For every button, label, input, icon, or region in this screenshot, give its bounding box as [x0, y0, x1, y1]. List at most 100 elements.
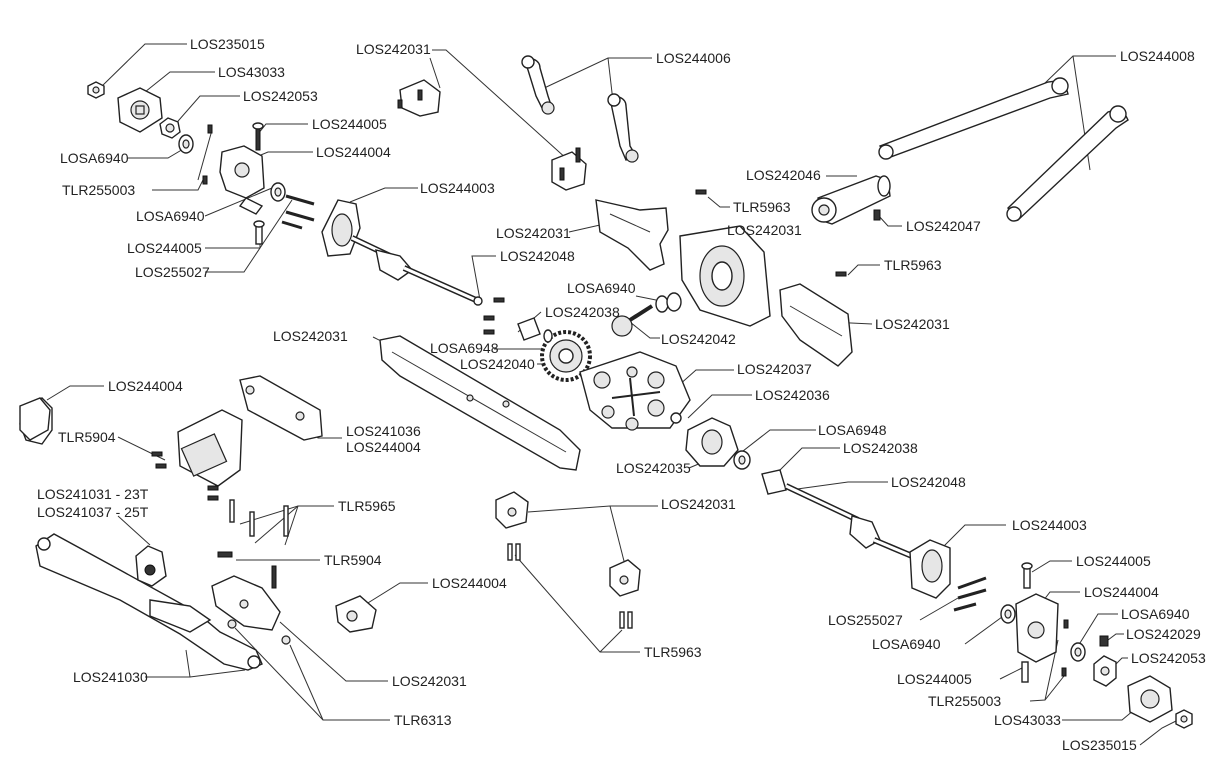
- label-los235015-top: LOS235015: [190, 36, 265, 52]
- label-los242031-housing: LOS242031: [727, 222, 802, 238]
- mount-los244004-lower: [335, 595, 377, 633]
- bracket-servo-top: [551, 147, 587, 191]
- label-tlr5963-mid: TLR5963: [884, 257, 942, 273]
- label-los242036: LOS242036: [755, 387, 830, 403]
- label-tlr6313: TLR6313: [394, 712, 452, 728]
- label-los242038-top: LOS242038: [545, 304, 620, 320]
- label-tlr255003-left: TLR255003: [62, 182, 135, 198]
- label-los244005-right-top: LOS244005: [1076, 553, 1151, 569]
- label-los244004-lower: LOS244004: [432, 575, 507, 591]
- label-los244003-top: LOS244003: [420, 180, 495, 196]
- label-los241031-23t: LOS241031 - 23T: [37, 486, 149, 502]
- wheel-nut-right: [1175, 709, 1193, 729]
- screw-tlr5904: [217, 551, 233, 558]
- center-spacers: [483, 297, 553, 343]
- bracket-lower-center-a: [495, 491, 529, 529]
- wheel-nut-top-left: [87, 81, 105, 99]
- bearing-los-a6948-right: [733, 450, 751, 470]
- label-los244004-servo: LOS244004: [346, 439, 421, 455]
- axle-tube-left-half: [379, 335, 581, 471]
- steering-knuckle-right: [1015, 562, 1069, 683]
- label-losa6940-top-left: LOSA6940: [60, 150, 129, 166]
- screw-los242047: [873, 209, 881, 221]
- driveshaft-lower: [761, 469, 914, 559]
- label-tlr5963-top: TLR5963: [733, 199, 791, 215]
- label-los242031-bellcrank: LOS242031: [392, 673, 467, 689]
- diff-cover-upper: [595, 199, 669, 271]
- ring-gear: [540, 330, 592, 382]
- mount-los244004-mid: [19, 397, 51, 441]
- label-los244004-right: LOS244004: [1084, 584, 1159, 600]
- label-los43033-right: LOS43033: [994, 712, 1061, 728]
- label-los244004-top: LOS244004: [316, 144, 391, 160]
- screw-bottom-left: [253, 220, 265, 245]
- nuts-tlr6313: [227, 619, 291, 645]
- label-los255027-left: LOS255027: [135, 264, 210, 280]
- part-labels: LOS235015 LOS43033 LOS242053 LOS244005 L…: [37, 36, 1206, 753]
- label-los241036: LOS241036: [346, 423, 421, 439]
- label-los244005-left: LOS244005: [127, 240, 202, 256]
- label-los242035: LOS242035: [616, 460, 691, 476]
- label-tlr5904-lower: TLR5904: [324, 552, 382, 568]
- servo: [177, 409, 243, 487]
- screws-tlr5963-lower: [507, 543, 633, 629]
- screw-top-left: [252, 122, 264, 151]
- label-los242037: LOS242037: [737, 361, 812, 377]
- hex-adapter-top-left: [159, 117, 181, 139]
- steering-knuckle-top-left: [219, 145, 265, 215]
- servo-screws: [151, 451, 219, 501]
- label-los244008: LOS244008: [1120, 48, 1195, 64]
- label-losa6940-left: LOSA6940: [136, 208, 205, 224]
- label-los43033-top: LOS43033: [218, 64, 285, 80]
- diff-gears-set: [579, 351, 691, 431]
- pinion-coupler: [811, 175, 891, 225]
- label-losa6940-right: LOSA6940: [872, 636, 941, 652]
- label-losa6948-mid: LOSA6948: [430, 340, 499, 356]
- label-los241037-25t: LOS241037 - 25T: [37, 504, 149, 520]
- label-tlr5963-lower: TLR5963: [644, 644, 702, 660]
- servo-mount-plate: [239, 375, 323, 441]
- steering-link: [35, 533, 263, 671]
- label-los241030: LOS241030: [73, 669, 148, 685]
- screw-tlr5963-top: [695, 189, 707, 195]
- set-screw-small: [202, 124, 213, 185]
- label-losa6948-right: LOSA6948: [818, 422, 887, 438]
- label-los242048-top: LOS242048: [500, 248, 575, 264]
- label-tlr5904-left: TLR5904: [58, 429, 116, 445]
- hex-adapter-right: [1093, 635, 1117, 687]
- axle-housing-right-half: [779, 283, 853, 367]
- links-los244008: [878, 77, 1129, 222]
- label-los242031-right: LOS242031: [875, 316, 950, 332]
- label-los242046: LOS242046: [746, 167, 821, 183]
- label-los242031-lower: LOS242031: [661, 496, 736, 512]
- screws-pair-left: [281, 194, 315, 230]
- diff-case: [685, 417, 739, 467]
- label-los242048-lower: LOS242048: [891, 474, 966, 490]
- screws-pair-right: [953, 576, 987, 612]
- screws-tlr5965: [229, 499, 289, 537]
- bearing-knuckle: [270, 182, 286, 202]
- bearing-top-left: [178, 134, 194, 154]
- bearing-knuckle-right: [1000, 604, 1016, 624]
- label-tlr5965: TLR5965: [338, 498, 396, 514]
- label-los242053-right: LOS242053: [1131, 650, 1206, 666]
- label-los242031-cover: LOS242031: [496, 225, 571, 241]
- label-los242038-right: LOS242038: [843, 440, 918, 456]
- label-los242031-top: LOS242031: [356, 41, 431, 57]
- part-drawings: [19, 55, 1193, 729]
- bearing-right-outer: [1070, 642, 1086, 662]
- label-los244005-top: LOS244005: [312, 116, 387, 132]
- hex-hub-right: [1127, 675, 1173, 723]
- label-los242053-top: LOS242053: [243, 88, 318, 104]
- pinion-gear: [611, 292, 682, 337]
- links-los244006: [521, 55, 639, 163]
- label-los244004-left: LOS244004: [108, 378, 183, 394]
- label-losa6940-right-top: LOSA6940: [1121, 606, 1190, 622]
- screw-tlr5963-mid: [835, 271, 847, 277]
- label-los242042: LOS242042: [661, 331, 736, 347]
- axle-housing-end-left: [321, 199, 361, 257]
- axle-housing-center-top: [679, 225, 771, 327]
- label-tlr255003-right: TLR255003: [928, 693, 1001, 709]
- driveshaft-upper: [350, 235, 483, 306]
